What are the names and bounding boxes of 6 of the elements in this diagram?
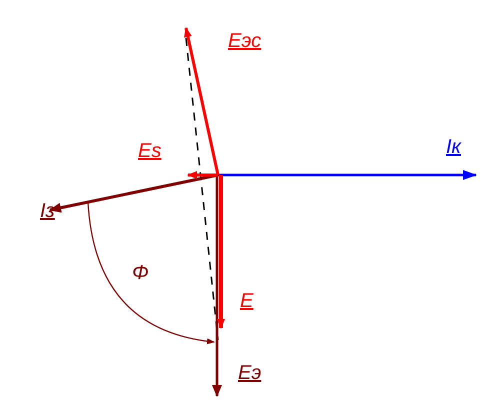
vector-label: E (240, 290, 254, 312)
vector-label: Eэ (238, 362, 262, 384)
vector-label: Iк (446, 136, 461, 158)
vector-label: Eэс (228, 30, 262, 52)
angle-label: Φ (132, 262, 149, 284)
vector-label: Es (138, 140, 162, 162)
